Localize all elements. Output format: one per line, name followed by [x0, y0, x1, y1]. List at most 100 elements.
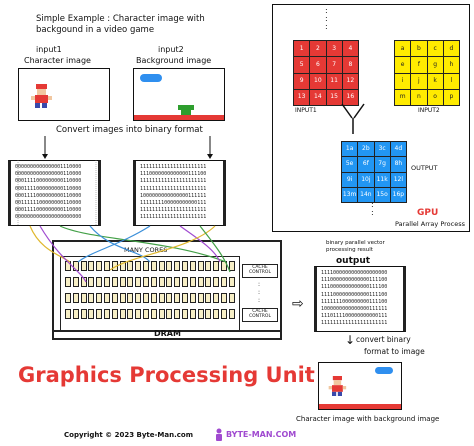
curve-gold-2 — [109, 225, 216, 271]
core-cell — [182, 261, 188, 271]
dram-panel: MANY CORES CACHE CONTROL : : : CACHE CON… — [52, 240, 282, 340]
convert-to-image-1: convert binary — [356, 335, 411, 344]
gpu-dots-bottom-2: : — [371, 208, 374, 217]
core-cell — [80, 261, 87, 271]
gpu-input2-cell: g — [427, 57, 443, 73]
core-cell — [228, 309, 235, 319]
gpu-input1-cell: 6 — [310, 57, 326, 73]
final-image-box — [318, 362, 402, 410]
curve-green-1 — [59, 225, 227, 263]
binary-input1-row: 0001111000000000110000 — [15, 178, 82, 185]
gpu-input2-cell: f — [411, 57, 427, 73]
core-cell — [143, 261, 149, 271]
final-ground-icon — [319, 404, 401, 409]
gpu-input2-cell: l — [443, 73, 459, 89]
core-cell — [72, 293, 79, 303]
core-cell — [228, 277, 235, 287]
gpu-input1-label: INPUT1 — [295, 107, 317, 114]
headline: Graphics Processing Unit — [18, 363, 315, 387]
input2-label: Background image — [136, 56, 212, 65]
curve-purple-1 — [39, 225, 87, 283]
character-sprite-icon — [29, 82, 53, 110]
result-binary-row: 1110111100000000000111 — [321, 313, 388, 320]
gpu-input2-cell: h — [443, 57, 459, 73]
core-cell — [150, 293, 157, 303]
core-cell — [174, 293, 181, 303]
curve-purple-2 — [179, 225, 221, 263]
core-cell — [119, 277, 126, 287]
core-cell — [189, 293, 196, 303]
binary-input2-row: 1111111100000000000111 — [140, 200, 207, 207]
result-binary-row: 1000000000000000111111 — [321, 306, 388, 313]
core-cell — [197, 277, 204, 287]
core-cell — [127, 309, 134, 319]
core-cell — [65, 293, 71, 303]
curve-green-2 — [199, 225, 231, 273]
core-cell — [174, 309, 181, 319]
core-cell — [111, 309, 118, 319]
gpu-input1-cell: 2 — [310, 41, 326, 57]
core-cell — [104, 293, 110, 303]
gpu-input1-cell: 12 — [342, 73, 358, 89]
core-cell — [104, 277, 110, 287]
gpu-input1-cell: 1 — [294, 41, 310, 57]
convert-to-image-2: format to image — [364, 347, 425, 356]
core-cell — [65, 277, 71, 287]
core-cell — [150, 261, 157, 271]
binary-input2-row: 1000000000000000111111 — [140, 192, 207, 199]
core-cell — [88, 277, 95, 287]
dram-bar — [54, 330, 280, 340]
core-cell — [111, 293, 118, 303]
core-cell — [158, 277, 165, 287]
core-cell — [189, 309, 196, 319]
binary-input1-row: 0000000000000000110000 — [15, 171, 82, 178]
core-cell — [143, 277, 149, 287]
gpu-output-cell: 8h — [390, 157, 406, 172]
cache-control-bottom: CACHE CONTROL — [242, 308, 278, 322]
result-binary-row: 1110000000000000111100 — [321, 284, 388, 291]
arrow-head-2 — [207, 154, 213, 159]
core-cell — [135, 293, 142, 303]
intro-line-1: Simple Example : Character image with — [36, 14, 205, 24]
core-cell — [228, 261, 235, 271]
binary-input2-row: 1111111111111111111111 — [140, 185, 207, 192]
gpu-output-cell: 13m — [342, 187, 358, 202]
core-cell — [65, 309, 71, 319]
cores-area — [60, 256, 240, 332]
gpu-input2-cell: c — [427, 41, 443, 57]
result-binary-row: 1110000000000000111100 — [321, 277, 388, 284]
core-cell — [182, 309, 188, 319]
gpu-output-cell: 14n — [358, 187, 374, 202]
gpu-title: GPU — [417, 208, 439, 218]
core-cell — [205, 261, 212, 271]
convert-caption: Convert images into binary format — [56, 125, 203, 135]
gpu-input1-cell: 7 — [326, 57, 342, 73]
gpu-input2-cell: k — [427, 73, 443, 89]
input2-tag: input2 — [158, 45, 184, 54]
curve-blue-1 — [89, 225, 151, 263]
result-binary-row: 1111111000000000111100 — [321, 298, 388, 305]
pipe-top-icon — [178, 105, 194, 110]
binary-input2-row: 1111111111111111111111 — [140, 178, 207, 185]
core-cell — [197, 293, 204, 303]
gpu-output-cell: 3c — [374, 142, 390, 157]
core-cell — [88, 309, 95, 319]
core-cell — [143, 309, 149, 319]
gpu-subtitle: Parallel Array Process — [395, 220, 465, 228]
gpu-merge-right — [353, 103, 365, 119]
core-cell — [135, 261, 142, 271]
core-cell — [205, 309, 212, 319]
binary-input2-row: 1111111111111111111111 — [140, 207, 207, 214]
core-cell — [158, 309, 165, 319]
core-cell — [127, 277, 134, 287]
character-image-box — [18, 68, 110, 121]
binary-input1-row: 0001111000000000110000 — [15, 207, 82, 214]
